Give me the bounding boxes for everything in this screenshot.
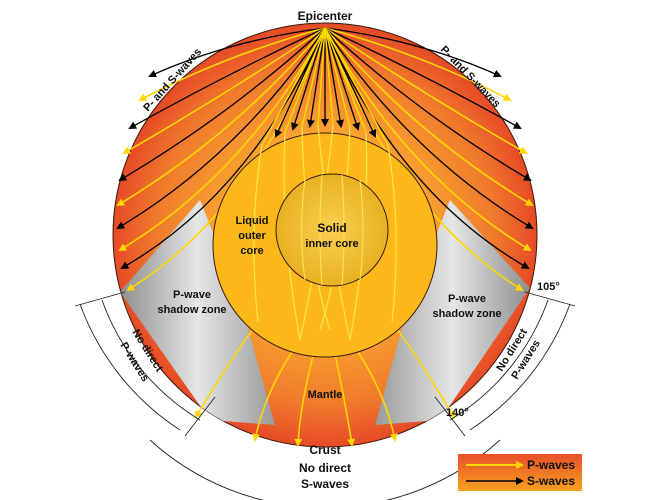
solid-inner-core-label-2: inner core <box>305 238 358 250</box>
earth-cross-section <box>112 22 538 448</box>
shadow-zone-right-label-2: shadow zone <box>432 308 501 320</box>
liquid-outer-core-label-1: Liquid <box>236 215 269 227</box>
shadow-zone-left <box>120 200 275 425</box>
legend-p-waves-label: P-waves <box>527 458 575 472</box>
mantle-label: Mantle <box>308 389 343 401</box>
shadow-zone-left-label-1: P-wave <box>173 289 211 301</box>
angle-arcs <box>74 291 576 500</box>
legend: P-waves S-waves <box>458 454 582 491</box>
legend-s-waves-label: S-waves <box>527 474 575 488</box>
liquid-outer-core-label-3: core <box>240 245 263 257</box>
solid-inner-core-label-1: Solid <box>317 221 346 235</box>
liquid-outer-core-label-2: outer <box>238 230 266 242</box>
no-direct-s-waves-label-2: S-waves <box>301 477 349 491</box>
solid-inner-core <box>275 173 389 287</box>
inner-core-wave-paths <box>300 174 364 286</box>
shadow-zone-right <box>375 200 530 425</box>
wave-paths-center <box>261 27 389 146</box>
no-direct-s-waves-label-1: No direct <box>299 461 351 475</box>
angle-140-label: 140° <box>446 407 469 419</box>
crust-label: Crust <box>309 443 340 457</box>
shadow-zone-right-label-1: P-wave <box>448 293 486 305</box>
angle-105-label: 105° <box>537 281 560 293</box>
shadow-zone-left-label-2: shadow zone <box>157 304 226 316</box>
wave-paths-left <box>116 27 326 292</box>
epicenter-label: Epicenter <box>298 9 353 23</box>
